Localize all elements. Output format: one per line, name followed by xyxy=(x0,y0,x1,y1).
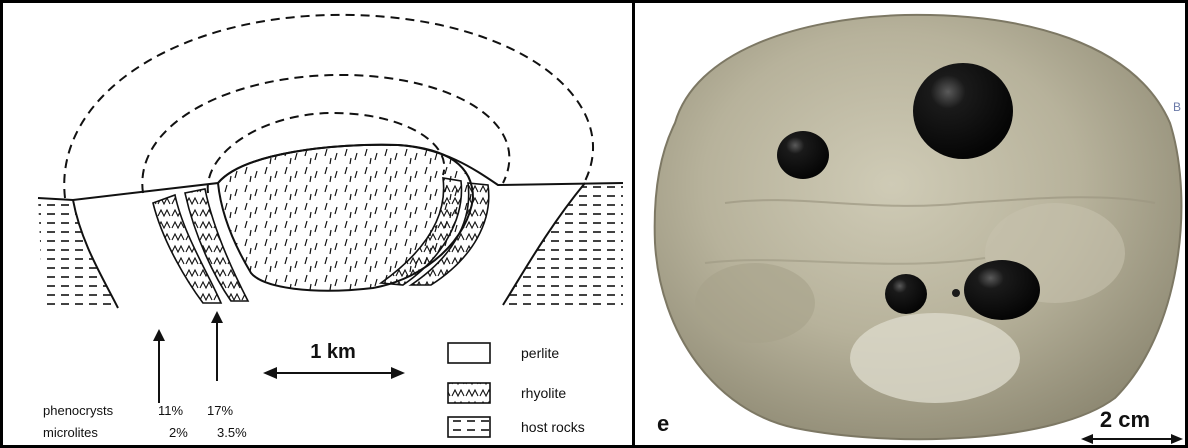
rock-specimen-photo: e B 2 cm xyxy=(635,3,1185,445)
obsidian-nodule-small-left xyxy=(777,131,829,179)
obsidian-nodule-large xyxy=(913,63,1013,159)
scale-bar-1km-label: 1 km xyxy=(310,341,356,363)
cross-section-diagram: 1 km perlite rhyolite host rocks phenocr… xyxy=(3,3,632,445)
scale-bar-1km xyxy=(263,367,405,379)
panel-letter-e: e xyxy=(657,411,669,436)
rock-shadow-patch xyxy=(695,263,815,343)
obsidian-tiny-grain xyxy=(952,289,960,297)
arrow-up-phenocrysts-1 xyxy=(153,329,165,403)
legend-swatch-rhyolite xyxy=(448,383,490,403)
legend-swatch-perlite xyxy=(448,343,490,363)
legend-label-perlite: perlite xyxy=(521,345,559,361)
scale-bar-2cm-label: 2 cm xyxy=(1100,407,1150,432)
microlites-label: microlites xyxy=(43,425,98,440)
legend-label-host-rocks: host rocks xyxy=(521,419,585,435)
host-rocks-right xyxy=(503,183,623,305)
edge-letter: B xyxy=(1173,100,1181,114)
pale-depression xyxy=(850,313,1020,403)
specimen-photo-panel: e B 2 cm xyxy=(635,3,1185,445)
microlites-value-2: 3.5% xyxy=(217,425,247,440)
phenocrysts-label: phenocrysts xyxy=(43,403,114,418)
cross-section-panel: 1 km perlite rhyolite host rocks phenocr… xyxy=(3,3,632,445)
arrow-up-phenocrysts-2 xyxy=(211,311,223,381)
scale-bar-2cm xyxy=(1081,434,1183,444)
microlites-value-1: 2% xyxy=(169,425,188,440)
legend-label-rhyolite: rhyolite xyxy=(521,385,566,401)
obsidian-nodule-small-center xyxy=(885,274,927,314)
phenocrysts-value-2: 17% xyxy=(207,403,233,418)
host-rocks-left xyxy=(38,198,118,308)
phenocrysts-value-1: 11% xyxy=(158,403,183,418)
obsidian-nodule-medium xyxy=(964,260,1040,320)
legend-swatch-host-rocks xyxy=(448,417,490,437)
